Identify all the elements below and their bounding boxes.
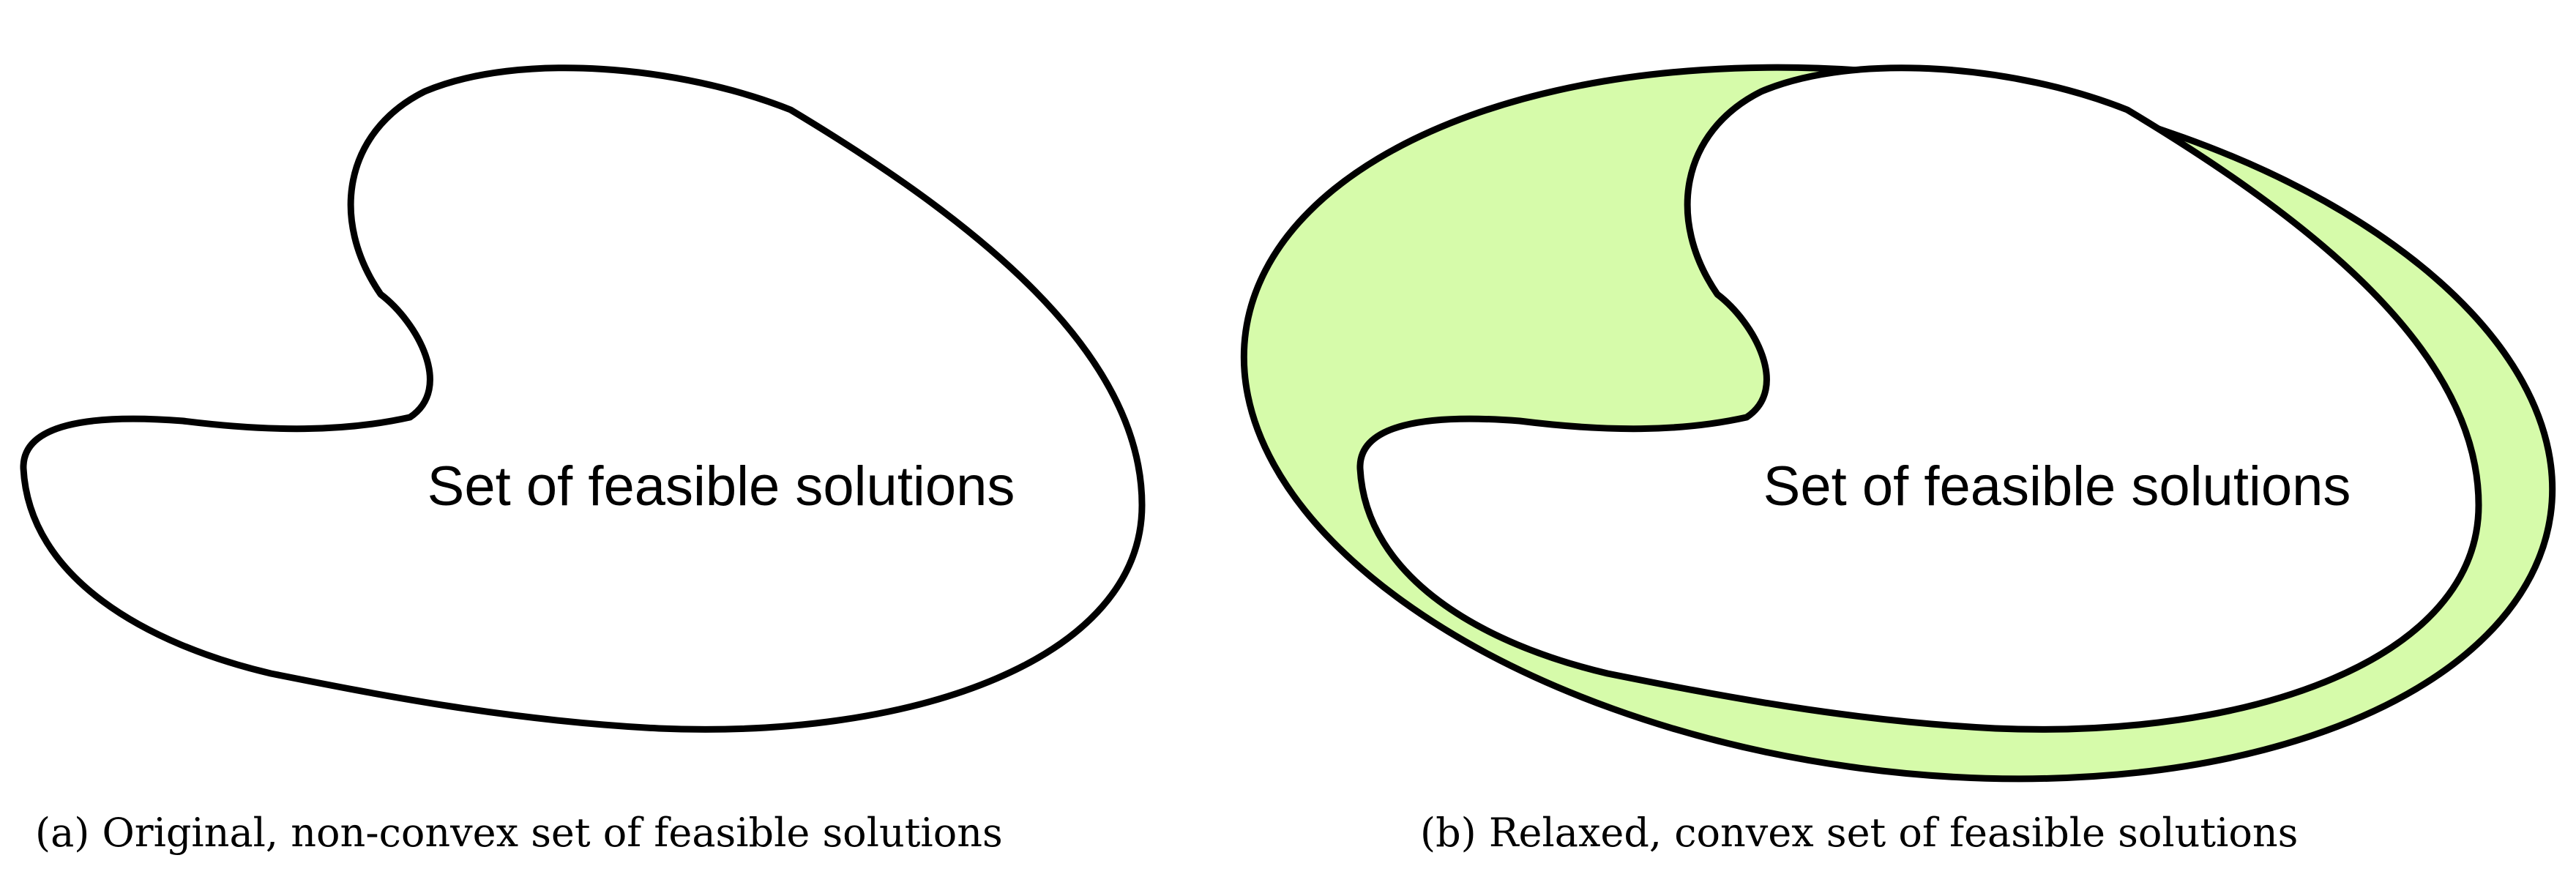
feasible-set-label-a: Set of feasible solutions xyxy=(428,455,1015,518)
nonconvex-feasible-set xyxy=(23,68,1142,730)
caption-b: (b) Relaxed, convex set of feasible solu… xyxy=(1420,810,2298,856)
panel-b: Set of feasible solutions (b) Relaxed, c… xyxy=(1240,64,2556,856)
feasible-set-label-b: Set of feasible solutions xyxy=(1763,455,2351,518)
caption-a: (a) Original, non-convex set of feasible… xyxy=(35,810,1003,856)
panel-a: Set of feasible solutions (a) Original, … xyxy=(23,68,1142,856)
